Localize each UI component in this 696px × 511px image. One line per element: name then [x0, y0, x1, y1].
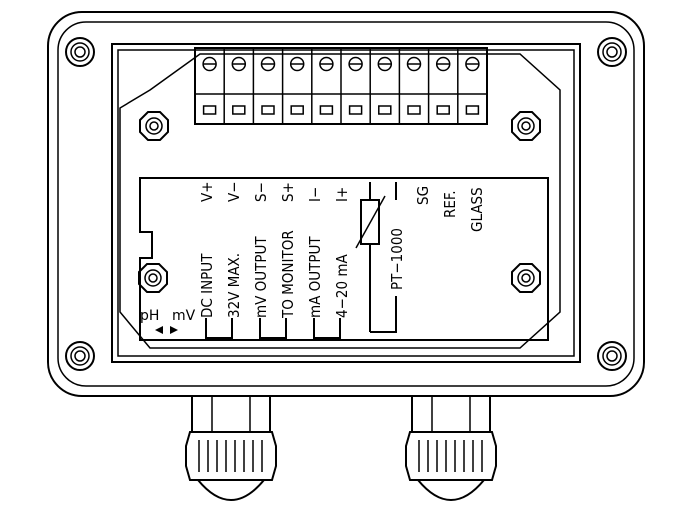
label-32v-max: 32V MAX. — [225, 253, 243, 318]
terminal-screw-icon — [231, 56, 247, 72]
label-s-minus: S− — [252, 182, 270, 202]
corner-screw-bottom-left — [65, 341, 95, 371]
enclosure-outer — [47, 11, 645, 397]
terminal-labels: V+ V− S− S+ I− I+ DC INPUT 32V MAX. mV O… — [198, 181, 486, 319]
enclosure-inner — [111, 43, 581, 363]
terminal-screw-icon — [465, 56, 480, 72]
pt1000-resistor-icon — [355, 182, 397, 333]
terminal-wire-slot — [407, 105, 421, 115]
label-4-20-ma: 4−20 mA — [333, 254, 351, 318]
cable-gland-left — [185, 395, 277, 501]
label-v-minus: V− — [225, 181, 243, 202]
terminal-wire-slot — [290, 105, 304, 115]
terminal-screw-icon — [406, 56, 422, 72]
terminal-screw-icon — [435, 56, 451, 72]
label-to-monitor: TO MONITOR — [279, 230, 297, 319]
terminal-wire-slot — [232, 105, 246, 115]
terminal-block — [194, 47, 488, 125]
label-ph: pH — [140, 308, 159, 324]
ph-mv-arrows-icon — [155, 326, 178, 334]
label-i-plus: I+ — [333, 187, 351, 202]
terminal-screw-icon — [377, 56, 393, 72]
mounting-nut-lower-left — [138, 263, 168, 293]
label-mv-output: mV OUTPUT — [252, 236, 270, 318]
enclosure-inner-lip — [117, 49, 575, 357]
mounting-nut-lower-right — [511, 263, 541, 293]
mounting-nut-upper-right — [511, 111, 541, 141]
terminal-screw-icon — [202, 56, 217, 72]
label-card — [139, 177, 549, 341]
terminal-screw-icon — [260, 56, 276, 72]
label-sg: SG — [414, 186, 432, 205]
label-ma-output: mA OUTPUT — [306, 236, 324, 318]
terminal-wire-slot — [348, 105, 363, 115]
label-dc-input: DC INPUT — [198, 253, 216, 318]
wiring-brackets — [205, 318, 341, 339]
terminal-wire-slot — [465, 105, 480, 115]
terminal-wire-slot — [319, 105, 334, 115]
corner-screw-bottom-right — [597, 341, 627, 371]
terminal-screw-icon — [319, 56, 334, 72]
label-i-minus: I− — [306, 187, 324, 202]
corner-screw-top-right — [597, 37, 627, 67]
mounting-nut-upper-left — [139, 111, 169, 141]
terminal-wire-slot — [261, 105, 275, 115]
terminal-wire-slot — [436, 105, 450, 115]
terminal-wire-slot — [202, 105, 217, 115]
label-s-plus: S+ — [279, 182, 297, 202]
label-v-plus: V+ — [198, 181, 216, 202]
label-glass: GLASS — [468, 187, 486, 232]
terminal-screw-icon — [289, 56, 305, 72]
enclosure-outer-lip — [57, 21, 635, 387]
label-mv: mV — [172, 308, 196, 324]
label-ref: REF. — [441, 190, 459, 218]
terminal-wire-slot — [378, 105, 392, 115]
label-pt1000: PT−1000 — [388, 228, 406, 290]
mounting-plate — [119, 53, 561, 349]
cable-gland-right — [405, 395, 497, 501]
corner-screw-top-left — [65, 37, 95, 67]
terminal-screw-icon — [348, 56, 363, 72]
